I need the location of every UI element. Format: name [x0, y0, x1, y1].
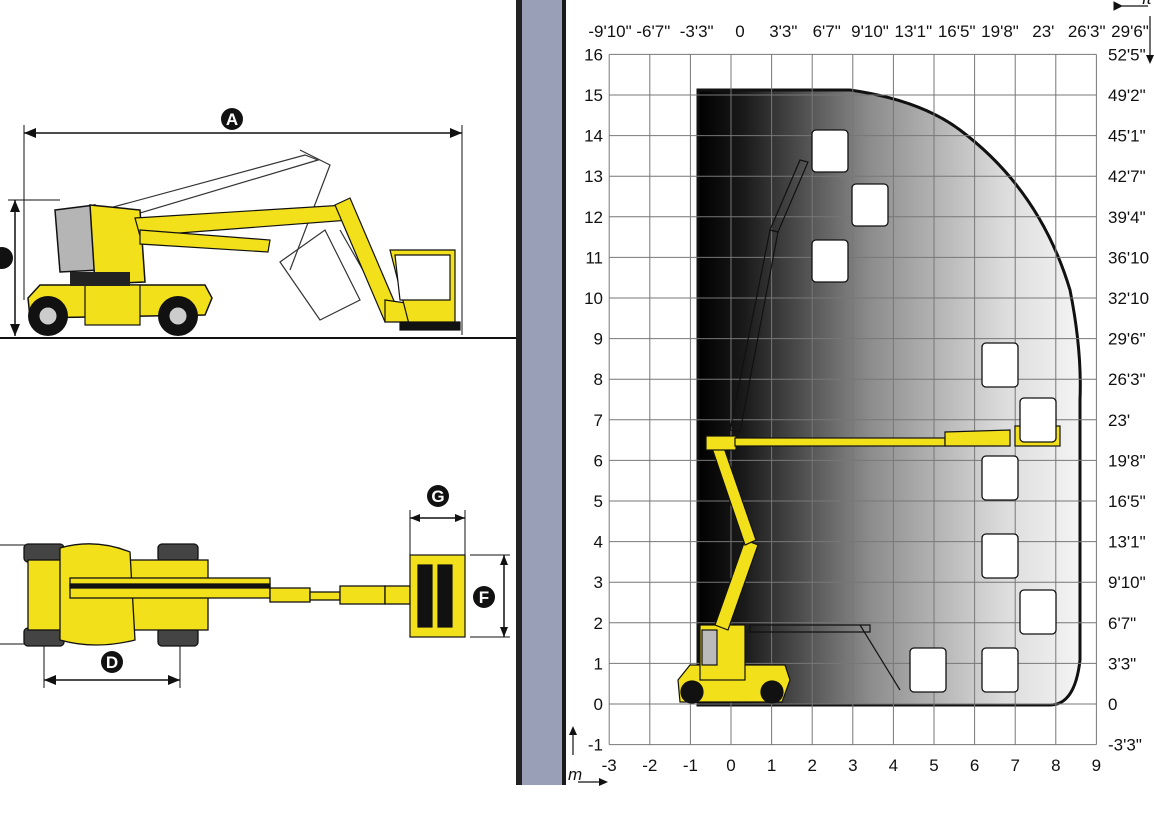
- bottom-m-tick-label: 1: [767, 756, 776, 775]
- dimension-f-arrows: [500, 555, 508, 637]
- left-m-tick-label: 15: [584, 86, 603, 105]
- top-ft-tick-label: 13'1": [895, 22, 933, 41]
- m-unit-label: m: [568, 765, 582, 784]
- bottom-m-tick-label: 9: [1092, 756, 1101, 775]
- right-ft-tick-label: -3'3": [1108, 736, 1142, 755]
- top-ft-tick-label: 9'10": [851, 22, 889, 41]
- left-m-tick-label: 1: [594, 654, 603, 673]
- turret: [89, 204, 146, 285]
- bottom-m-tick-label: -3: [602, 756, 617, 775]
- badge-b: [0, 247, 13, 269]
- top-ft-tick-label: 23': [1032, 22, 1054, 41]
- top-ft-tick-label: 3'3": [769, 22, 797, 41]
- side-boom: [134, 197, 421, 323]
- bottom-m-tick-label: 0: [726, 756, 735, 775]
- bottom-m-tick-label: -1: [683, 756, 698, 775]
- bottom-m-tick-label: 8: [1051, 756, 1060, 775]
- working-range-chart: -9'10" -6'7" -3'3" 0 3'3" 6'7" 9'10" 13'1" 16'5"…: [568, 0, 1154, 786]
- right-ft-tick-label: 16'5": [1108, 492, 1146, 511]
- bottom-m-tick-label: 7: [1010, 756, 1019, 775]
- divider-edge: [562, 0, 566, 785]
- bottom-m-tick-label: 4: [889, 756, 898, 775]
- top-chassis: [23, 543, 411, 647]
- top-ft-tick-label: 6'7": [813, 22, 841, 41]
- ft-unit-label: ft: [1142, 0, 1153, 8]
- top-view: D G F: [0, 485, 510, 688]
- badge-a: [221, 108, 243, 130]
- right-ft-tick-label: 26'3": [1108, 370, 1146, 389]
- divider-bar: [522, 0, 566, 785]
- right-ft-tick-label: 32'10: [1108, 289, 1149, 308]
- left-m-tick-label: 14: [584, 127, 603, 146]
- badge-f-label: F: [479, 588, 489, 607]
- right-ft-tick-label: 13'1": [1108, 533, 1146, 552]
- top-ft-tick-label: 16'5": [938, 22, 976, 41]
- top-ft-tick-label: 26'3": [1068, 22, 1106, 41]
- left-m-tick-label: 12: [584, 208, 603, 227]
- top-ft-tick-label: -6'7": [636, 22, 670, 41]
- bottom-m-axis: -3 -2 -1 0 1 2 3 4 5 6 7 8 9: [602, 756, 1101, 775]
- left-m-tick-label: 2: [594, 614, 603, 633]
- right-ft-tick-label: 9'10": [1108, 573, 1146, 592]
- bottom-m-tick-label: 5: [929, 756, 938, 775]
- badge-a-label: A: [226, 110, 238, 129]
- m-vertical-arrowhead: [569, 726, 577, 735]
- left-m-tick-label: 3: [594, 573, 603, 592]
- right-ft-tick-label: 0: [1108, 695, 1117, 714]
- right-ft-axis: 52'5" 49'2" 45'1" 42'7" 39'4" 36'10 32'10 29'6"…: [1108, 45, 1149, 754]
- top-ft-tick-label: 0: [735, 22, 744, 41]
- ghost-baskets: [811, 129, 1057, 693]
- right-ft-tick-label: 19'8": [1108, 451, 1146, 470]
- side-platform: [389, 249, 461, 331]
- right-ft-tick-label: 49'2": [1108, 86, 1146, 105]
- badge-d-label: D: [106, 653, 118, 672]
- top-ft-tick-label: 19'8": [981, 22, 1019, 41]
- right-ft-tick-label: 52'5": [1108, 45, 1146, 64]
- left-m-tick-label: 5: [594, 492, 603, 511]
- left-m-tick-label: -1: [588, 736, 603, 755]
- right-ft-tick-label: 42'7": [1108, 167, 1146, 186]
- right-ft-tick-label: 45'1": [1108, 127, 1146, 146]
- top-ft-tick-label: -3'3": [680, 22, 714, 41]
- left-m-tick-label: 0: [594, 695, 603, 714]
- left-m-tick-label: 10: [584, 289, 603, 308]
- badge-g: [427, 485, 449, 507]
- top-ft-tick-label: 29'6": [1111, 22, 1149, 41]
- left-m-tick-label: 11: [585, 248, 603, 267]
- side-view: A: [0, 108, 516, 339]
- left-m-tick-label: 13: [584, 167, 603, 186]
- left-m-tick-label: 8: [594, 370, 603, 389]
- badge-g-label: G: [431, 487, 444, 506]
- right-ft-tick-label: 3'3": [1108, 654, 1136, 673]
- divider-line: [516, 0, 522, 785]
- m-horizontal-arrowhead: [599, 778, 608, 786]
- left-m-tick-label: 16: [584, 45, 603, 64]
- right-ft-tick-label: 39'4": [1108, 208, 1146, 227]
- side-wheels: [28, 296, 198, 336]
- top-ft-axis: -9'10" -6'7" -3'3" 0 3'3" 6'7" 9'10" 13'1" 16'5"…: [588, 22, 1148, 41]
- bottom-m-tick-label: 3: [848, 756, 857, 775]
- right-ft-tick-label: 29'6": [1108, 330, 1146, 349]
- right-ft-tick-label: 6'7": [1108, 614, 1136, 633]
- top-ft-tick-label: -9'10": [588, 22, 631, 41]
- left-m-tick-label: 9: [594, 330, 603, 349]
- right-ft-tick-label: 36'10: [1108, 248, 1149, 267]
- left-m-tick-label: 4: [594, 533, 603, 552]
- bottom-m-tick-label: 6: [970, 756, 979, 775]
- left-m-tick-label: 6: [594, 451, 603, 470]
- bottom-m-tick-label: 2: [807, 756, 816, 775]
- ft-vertical-arrowhead: [1146, 55, 1154, 64]
- left-m-tick-label: 7: [594, 411, 603, 430]
- right-ft-tick-label: 23': [1108, 411, 1130, 430]
- badge-f: [473, 586, 495, 608]
- top-platform: [409, 554, 466, 638]
- turret-base: [70, 272, 130, 286]
- bottom-m-tick-label: -2: [642, 756, 657, 775]
- badge-d: [101, 651, 123, 673]
